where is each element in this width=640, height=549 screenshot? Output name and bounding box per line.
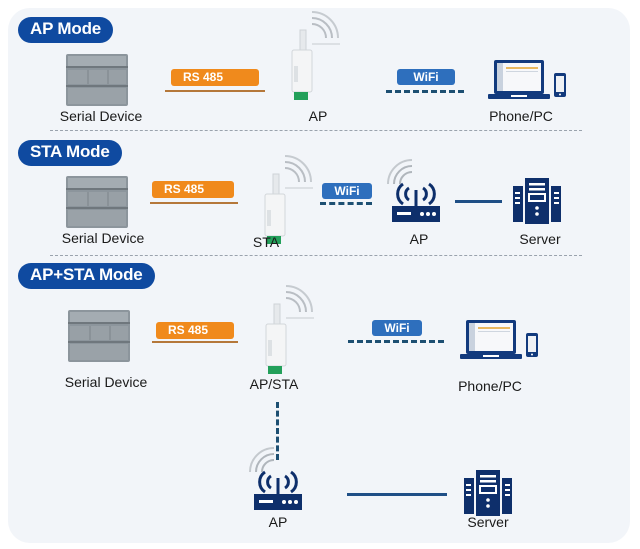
link-label-rs485: RS 485 [152,181,234,198]
node-label-phone-pc: Phone/PC [458,378,522,394]
server-icon [463,469,513,517]
node-label-server: Server [467,514,509,530]
router-icon [248,446,304,512]
section-divider [50,255,582,256]
wifi-module-icon [265,285,315,375]
rs485-line [152,341,238,343]
node-label-ap: AP [268,514,288,530]
node-label-phone-pc: Phone/PC [489,108,553,124]
link-label-rs485: RS 485 [156,322,234,339]
wifi-module-icon [291,11,341,101]
ethernet-line [455,200,502,203]
plc-device-icon [65,53,129,107]
laptop-phone-icon [488,60,566,99]
node-label-serial-device: Serial Device [64,374,148,390]
section-title-ap-mode: AP Mode [18,17,114,43]
wifi-dashed-line [386,90,464,93]
vertical-dashed-link [276,402,279,460]
link-label-wifi: WiFi [372,320,422,336]
node-label-sta: STA [252,234,280,250]
router-icon [386,158,442,224]
laptop-phone-icon [460,320,538,359]
section-title-sta-mode: STA Mode [18,140,122,166]
section-title-ap-sta-mode: AP+STA Mode [18,263,155,289]
section-divider [50,130,582,131]
plc-device-icon [67,309,131,363]
node-label-ap-sta: AP/STA [249,376,299,392]
link-label-rs485: RS 485 [171,69,259,86]
wifi-dashed-line [348,340,444,343]
node-label-ap: AP [308,108,328,124]
link-label-wifi: WiFi [322,183,372,199]
rs485-line [150,202,238,204]
ethernet-line [347,493,447,496]
plc-device-icon [65,175,129,229]
server-icon [512,177,562,225]
rs485-line [165,90,265,92]
node-label-serial-device: Serial Device [61,230,145,246]
node-label-server: Server [519,231,561,247]
wifi-dashed-line [320,202,372,205]
link-label-wifi: WiFi [397,69,455,85]
node-label-serial-device: Serial Device [59,108,143,124]
node-label-ap: AP [409,231,429,247]
